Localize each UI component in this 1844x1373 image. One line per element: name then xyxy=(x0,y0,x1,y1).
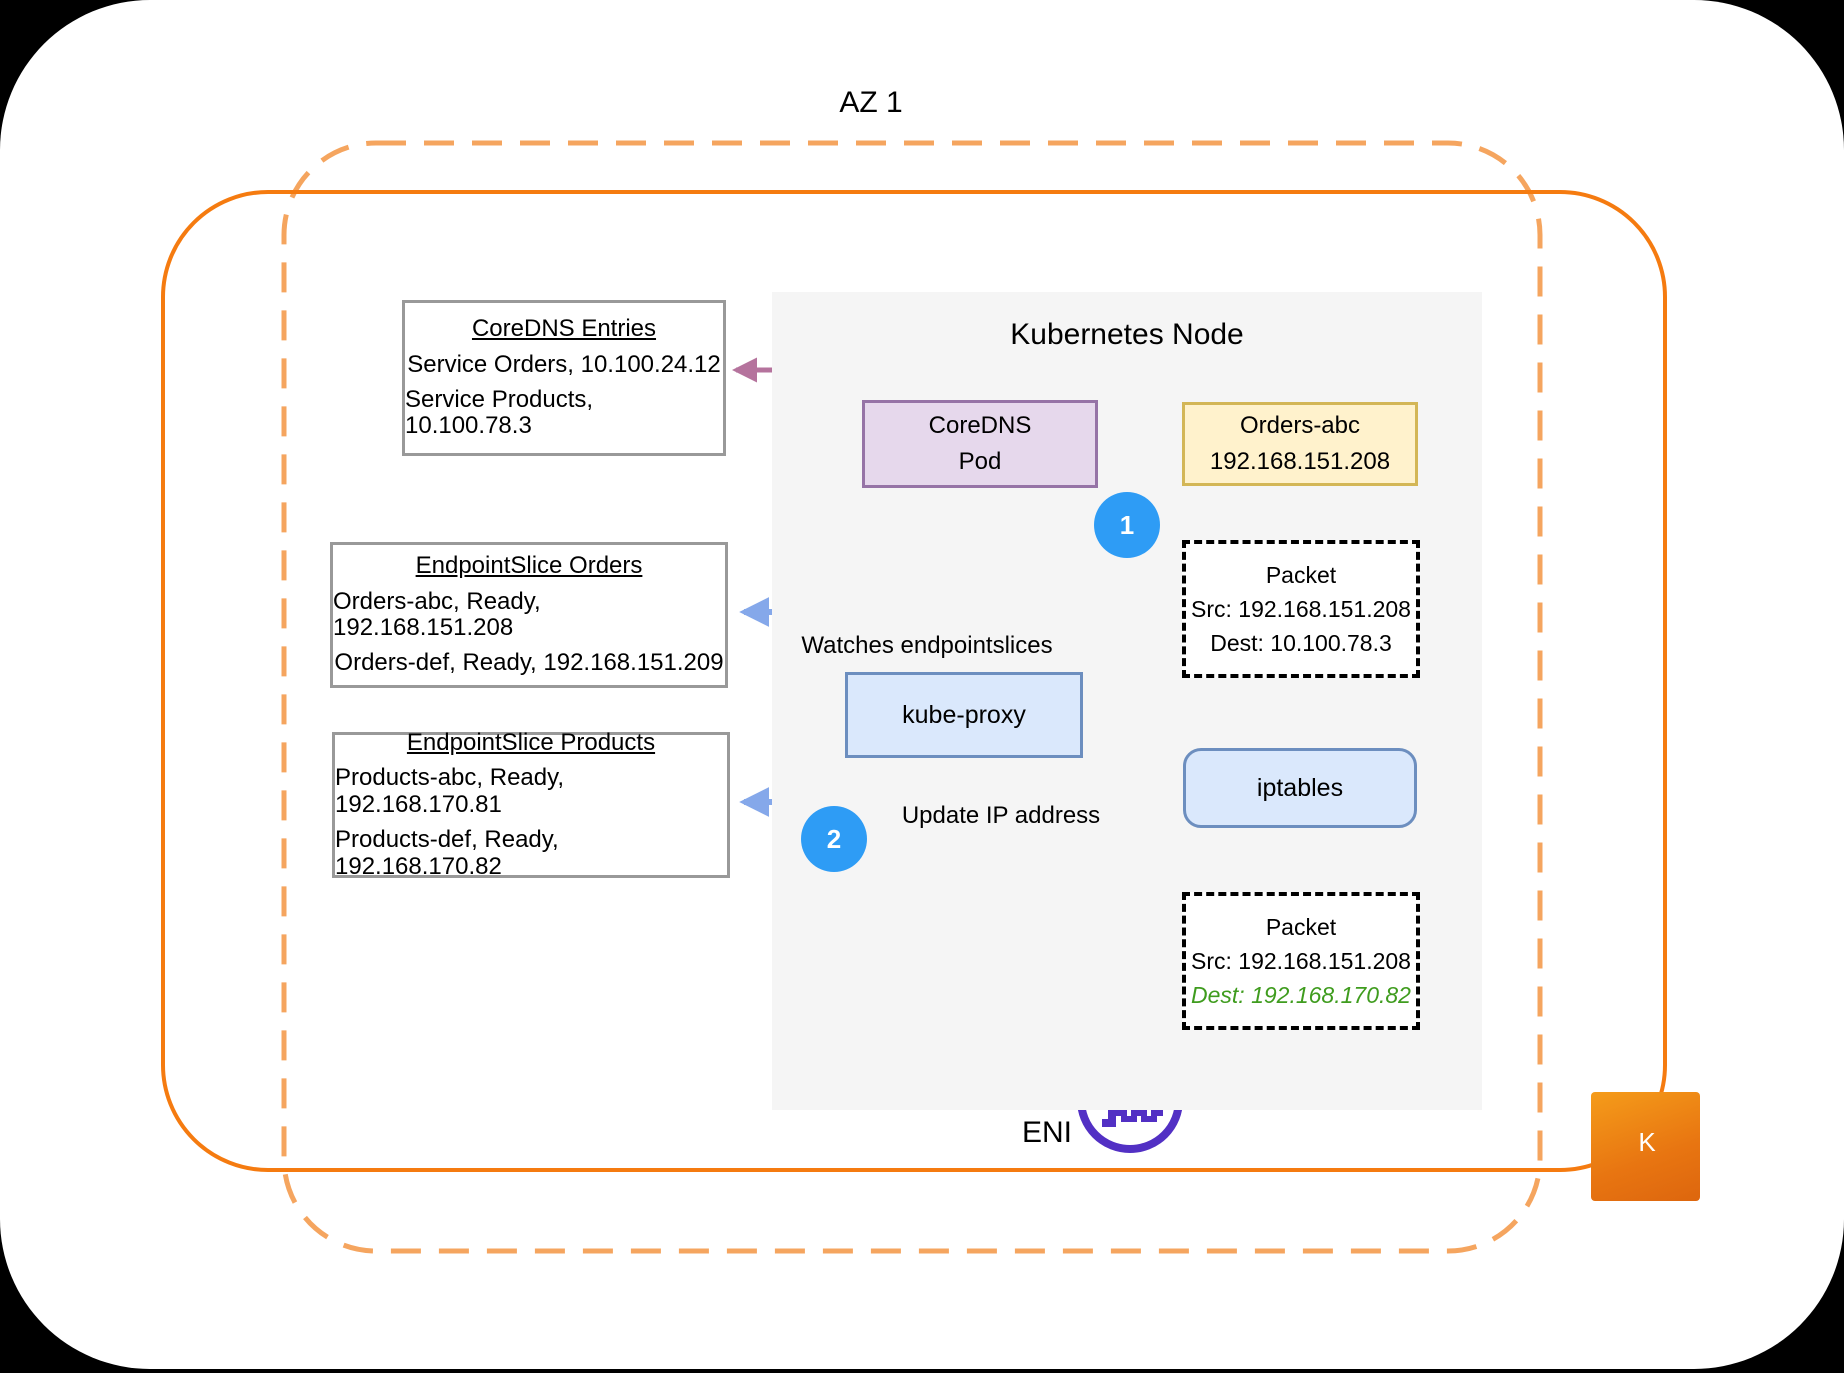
coredns-pod-subtitle: Pod xyxy=(958,448,1002,475)
endpointslice-products-entry-abc: Products-abc, Ready, 192.168.170.81 xyxy=(335,764,564,818)
orders-abc-name: Orders-abc xyxy=(1239,412,1361,439)
iptables-box: iptables xyxy=(1183,748,1417,828)
packet2-dest-rewritten: Dest: 192.168.170.82 xyxy=(1191,981,1411,1008)
orders-abc-pod-box: Orders-abc 192.168.151.208 xyxy=(1182,402,1418,486)
coredns-entry-orders: Service Orders, 10.100.24.12 xyxy=(407,350,721,378)
endpointslice-orders-box: EndpointSlice Orders Orders-abc, Ready, … xyxy=(330,542,728,688)
packet2-src: Src: 192.168.151.208 xyxy=(1191,947,1411,974)
eks-icon-letter: K xyxy=(1638,1127,1656,1157)
endpointslice-products-entry-def: Products-def, Ready, 192.168.170.82 xyxy=(335,826,559,880)
coredns-entry-products: Service Products, 10.100.78.3 xyxy=(405,386,594,440)
coredns-pod-name: CoreDNS xyxy=(928,412,1032,439)
step-1-badge: 1 xyxy=(1094,492,1160,558)
update-ip-address-label: Update IP address xyxy=(901,802,1101,829)
coredns-pod-box: CoreDNS Pod xyxy=(862,400,1098,488)
endpointslice-orders-title: EndpointSlice Orders xyxy=(415,552,643,580)
endpointslice-products-box: EndpointSlice Products Products-abc, Rea… xyxy=(332,729,730,880)
packet2-title: Packet xyxy=(1265,913,1337,940)
eks-icon xyxy=(1591,1092,1700,1201)
kube-proxy-box: kube-proxy xyxy=(845,672,1083,758)
az-label: AZ 1 xyxy=(839,86,903,119)
packet1-title: Packet xyxy=(1265,561,1337,588)
packet-after-nat-box: Packet Src: 192.168.151.208 Dest: 192.16… xyxy=(1182,892,1420,1030)
endpointslice-products-title: EndpointSlice Products xyxy=(406,729,656,757)
packet1-src: Src: 192.168.151.208 xyxy=(1191,595,1411,622)
packet1-dest: Dest: 10.100.78.3 xyxy=(1210,629,1392,656)
eni-label: ENI xyxy=(1021,1116,1072,1149)
watches-endpointslices-label: Watches endpointslices xyxy=(801,632,1053,659)
orders-abc-ip: 192.168.151.208 xyxy=(1209,448,1391,475)
iptables-label: iptables xyxy=(1256,773,1344,802)
endpointslice-orders-entry-def: Orders-def, Ready, 192.168.151.209 xyxy=(334,649,724,677)
packet-before-nat-box: Packet Src: 192.168.151.208 Dest: 10.100… xyxy=(1182,540,1420,678)
kube-proxy-label: kube-proxy xyxy=(902,700,1026,729)
coredns-entries-box: CoreDNS Entries Service Orders, 10.100.2… xyxy=(402,300,726,456)
endpointslice-orders-entry-abc: Orders-abc, Ready, 192.168.151.208 xyxy=(333,587,541,641)
kubernetes-node-title: Kubernetes Node xyxy=(1010,318,1244,351)
coredns-entries-title: CoreDNS Entries xyxy=(471,315,657,343)
step-2-badge: 2 xyxy=(801,806,867,872)
